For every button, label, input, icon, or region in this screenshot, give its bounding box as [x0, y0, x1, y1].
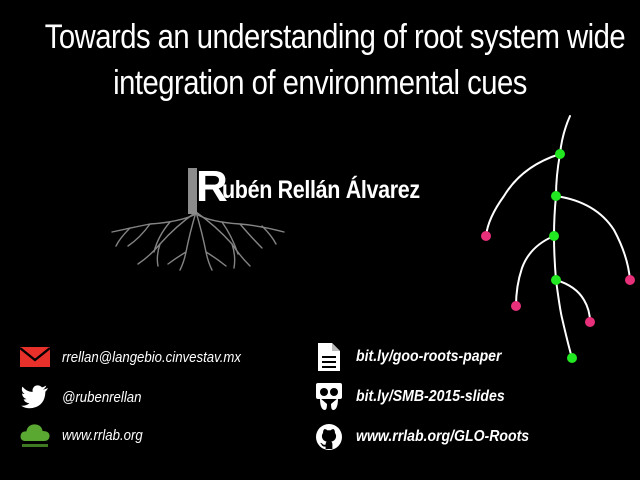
root-tip	[481, 231, 491, 241]
link-github[interactable]: www.rrlab.org/GLO-Roots	[312, 422, 553, 452]
slide-title: Towards an understanding of root system …	[44, 14, 626, 106]
branch-node	[551, 275, 561, 285]
link-paper[interactable]: bit.ly/goo-roots-paper	[312, 342, 521, 372]
branch-node	[549, 231, 559, 241]
logo-letter: R	[196, 162, 228, 211]
branch-node	[555, 149, 565, 159]
root-tip	[585, 317, 595, 327]
root-tip-markers	[481, 149, 635, 363]
contact-website[interactable]: www.rrlab.org	[18, 420, 154, 450]
twitter-icon	[18, 382, 52, 412]
title-line-1: Towards an understanding of root system …	[44, 18, 626, 56]
root-tip	[625, 275, 635, 285]
title-line-2: integration of environmental cues	[113, 64, 527, 102]
github-link-text: www.rrlab.org/GLO-Roots	[356, 428, 530, 445]
slideshare-icon	[312, 382, 346, 412]
root-tip	[567, 353, 577, 363]
paper-link-text: bit.ly/goo-roots-paper	[356, 348, 502, 365]
contact-twitter[interactable]: @rubenrellan	[18, 382, 152, 412]
contact-email[interactable]: rrellan@langebio.cinvestav.mx	[18, 342, 265, 372]
branch-node	[551, 191, 561, 201]
mail-icon	[18, 342, 52, 372]
author-name: ubén Rellán Álvarez	[222, 176, 420, 204]
link-slides[interactable]: bit.ly/SMB-2015-slides	[312, 382, 525, 412]
twitter-handle: @rubenrellan	[62, 388, 142, 406]
github-icon	[312, 422, 346, 452]
email-text: rrellan@langebio.cinvestav.mx	[62, 348, 241, 366]
slides-link-text: bit.ly/SMB-2015-slides	[356, 388, 505, 405]
cloud-icon	[18, 420, 52, 450]
website-text: www.rrlab.org	[62, 426, 143, 444]
document-icon	[312, 342, 346, 372]
root-tree-diagram	[481, 115, 635, 363]
root-tip	[511, 301, 521, 311]
